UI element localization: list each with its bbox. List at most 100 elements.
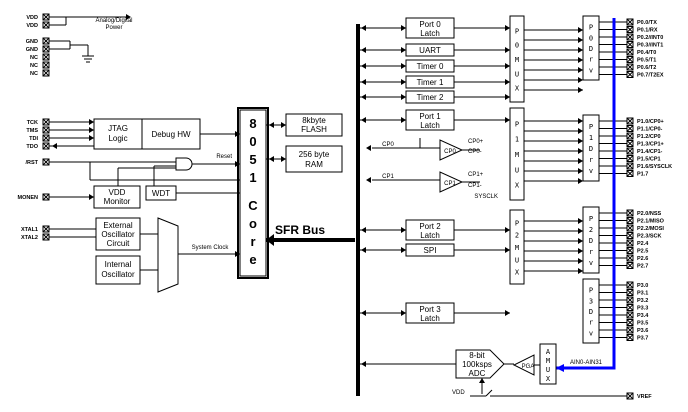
- core-char: e: [249, 252, 256, 267]
- cp0-plus-label: CP0+: [468, 139, 484, 145]
- wdt-label: WDT: [152, 189, 170, 198]
- pin-cross: [626, 296, 634, 304]
- mux-char: M: [515, 56, 519, 64]
- port-pin-label: P1.3/CP1+: [637, 142, 664, 148]
- arrow-right-icon: [578, 57, 583, 63]
- pin-cross: [42, 233, 50, 241]
- mux-char: 2: [515, 232, 519, 240]
- driver-char: 1: [589, 134, 593, 142]
- arrow-right-icon: [578, 168, 583, 174]
- pin-cross: [626, 71, 634, 78]
- arrow-right-icon: [505, 117, 510, 123]
- pin-cross: [42, 193, 50, 201]
- mux-char: X: [515, 269, 520, 277]
- pin-cross: [626, 26, 634, 33]
- driver-char: P: [589, 215, 593, 223]
- pin-cross: [626, 147, 634, 155]
- vdd-monitor-label: VDD: [109, 188, 126, 197]
- mux-char: U: [515, 166, 519, 174]
- adc-block: [455, 349, 505, 379]
- external-oscillator-block: [95, 217, 141, 251]
- arrow-right-icon: [401, 117, 406, 123]
- pin-cross: [626, 18, 634, 26]
- port-pin-label: P0.7/T2EX: [637, 73, 664, 79]
- arrow-right-icon: [578, 128, 583, 134]
- pin-cross: [42, 69, 50, 77]
- driver-char: P: [589, 24, 593, 32]
- core-char: C: [248, 198, 258, 213]
- arrow-left-icon: [52, 143, 57, 149]
- port-pin-label: P0.5/T1: [637, 58, 656, 64]
- clock-mux-icon: [157, 217, 179, 293]
- port-driver-block: [582, 278, 600, 344]
- mux-char: P: [515, 120, 519, 128]
- arrow-right-icon: [89, 119, 94, 125]
- cp0-comparator-label: CP0: [444, 149, 456, 155]
- pin-cross: [626, 117, 634, 125]
- pin-cross: [42, 126, 50, 134]
- pin-cross: [626, 56, 634, 63]
- port-pin-label: P3.7: [637, 336, 648, 342]
- pin-cross: [626, 63, 634, 71]
- port-driver-block: [582, 114, 600, 182]
- pin-cross: [626, 232, 634, 239]
- pin-cross: [626, 217, 634, 224]
- port-pin-label: P1.1/CP0-: [637, 127, 663, 133]
- sfr-bus-arrow-icon: [266, 234, 274, 246]
- arrow-right-icon: [578, 47, 583, 53]
- arrow-right-icon: [578, 248, 583, 254]
- arrow-right-icon: [505, 247, 510, 253]
- peripheral-label-2: Latch: [420, 29, 440, 38]
- arrow-right-icon: [281, 122, 286, 128]
- rst-pin-label: /RST: [25, 160, 38, 166]
- pin-cross: [626, 289, 634, 296]
- port-pin-label: P0.6/T2: [637, 65, 656, 71]
- arrow-left-icon: [269, 122, 274, 128]
- debug-hw-block: [141, 118, 201, 150]
- port-pin-label: P2.4: [637, 241, 649, 247]
- pin-cross: [42, 118, 50, 126]
- port-pin-label: P0.0/TX: [637, 20, 657, 26]
- pin-cross: [626, 281, 634, 289]
- mux-char: P: [515, 219, 519, 227]
- port-pin-label: P0.2//INT0: [637, 35, 663, 41]
- arrow-right-icon: [401, 25, 406, 31]
- pin-cross: [42, 61, 50, 69]
- peripheral-label: Timer 2: [417, 93, 444, 102]
- port-pin-label: P2.6: [637, 256, 648, 262]
- cp1-minus-label: CP1-: [468, 183, 482, 189]
- amux-block: [539, 343, 557, 385]
- driver-char: r: [589, 319, 593, 327]
- pin-cross: [626, 33, 634, 41]
- pin-cross: [626, 254, 634, 262]
- cp0-signal-label: CP0: [382, 142, 394, 148]
- arrow-right-icon: [578, 148, 583, 154]
- analog-bus-arrow-icon: [556, 364, 564, 372]
- port-mux-block: [509, 107, 525, 201]
- arrow-right-icon: [578, 228, 583, 234]
- adc-label-3: ADC: [469, 369, 486, 378]
- port-pin-label: P3.3: [637, 306, 648, 312]
- ext-osc-label-2: Oscillator: [101, 230, 135, 239]
- pin-cross: [42, 45, 50, 53]
- ram-block: [285, 145, 343, 173]
- driver-char: D: [589, 237, 593, 245]
- core-char: r: [250, 234, 255, 249]
- jtag-logic-block: [93, 118, 143, 150]
- core-char: 5: [249, 152, 256, 167]
- vdd-monitor-label-2: Monitor: [104, 197, 131, 206]
- port-pin-label: P2.0/NSS: [637, 211, 661, 217]
- ext-osc-label-3: Circuit: [107, 239, 130, 248]
- arrow-left-icon: [361, 310, 366, 316]
- peripheral-label: UART: [419, 46, 441, 55]
- arrow-right-icon: [89, 194, 94, 200]
- arrow-left-icon: [361, 79, 366, 85]
- arrow-right-icon: [401, 247, 406, 253]
- pin-cross: [626, 41, 634, 48]
- power-pin-label: NC: [30, 55, 38, 61]
- arrow-right-icon: [578, 37, 583, 43]
- sfr-bus-label: SFR Bus: [275, 223, 325, 237]
- driver-char: D: [589, 145, 593, 153]
- mux-char: M: [515, 244, 519, 252]
- arrow-right-icon: [505, 79, 510, 85]
